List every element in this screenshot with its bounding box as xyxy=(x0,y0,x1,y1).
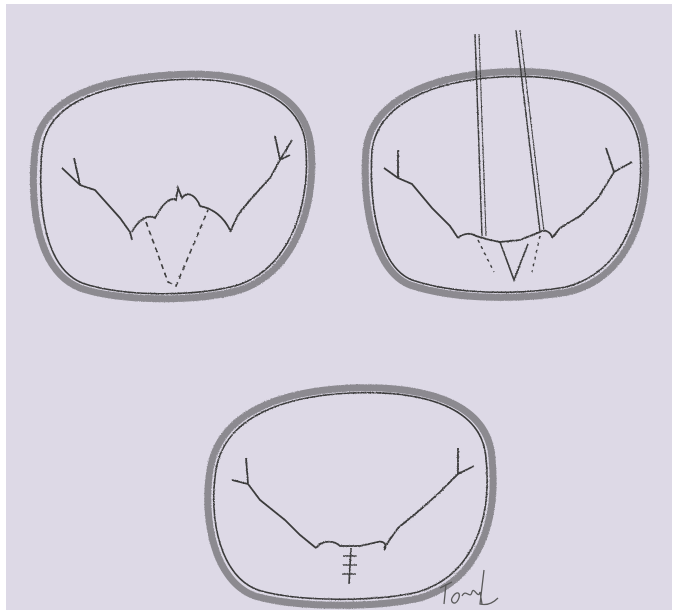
paper-background xyxy=(6,4,672,610)
